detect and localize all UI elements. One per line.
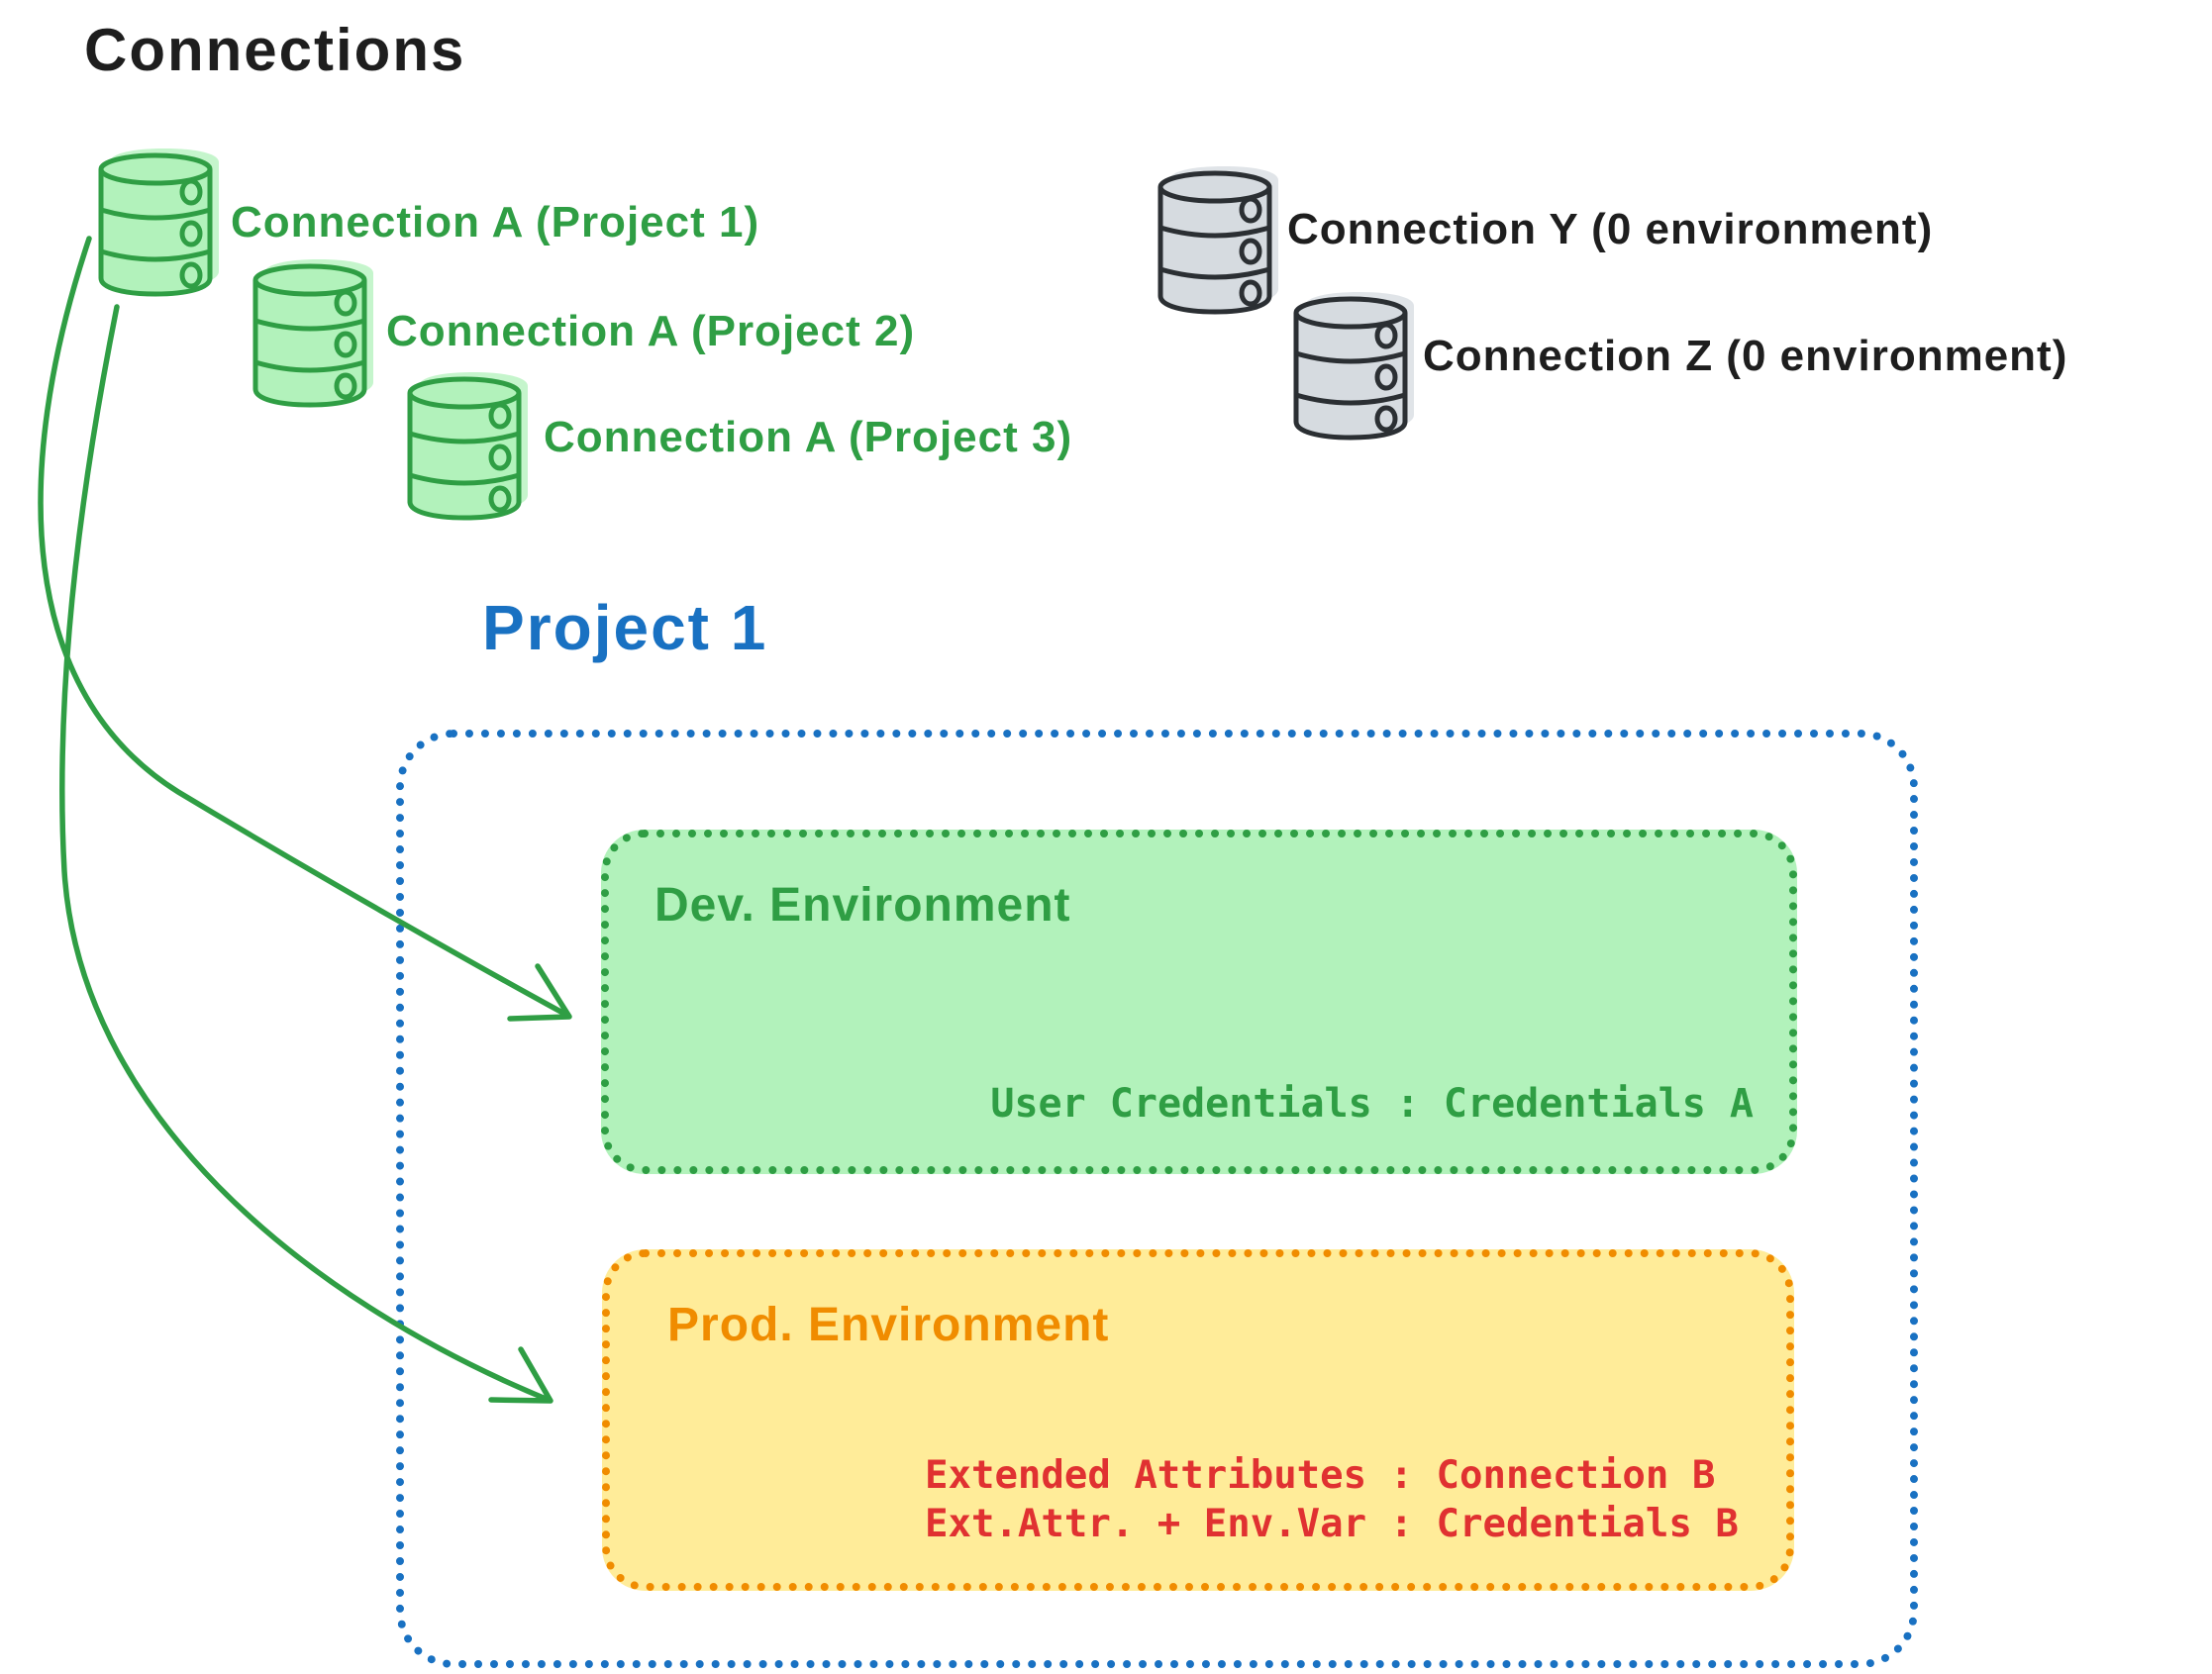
connection-label-a-p2: Connection A (Project 2) [386, 307, 916, 355]
prod-environment-credentials: Extended Attributes : Connection B Ext.A… [925, 1451, 1739, 1548]
database-icon-connection-a-p3 [410, 372, 528, 518]
database-icon-connection-y [1160, 166, 1278, 312]
credentials-line: User Credentials : Credentials A [990, 1081, 1754, 1127]
credentials-line: Ext.Attr. + Env.Var : Credentials B [925, 1502, 1739, 1546]
database-icon-connection-a-p1 [101, 148, 219, 294]
page-title: Connections [84, 17, 466, 83]
connection-label-y: Connection Y (0 environment) [1287, 205, 1934, 253]
database-icon-connection-z [1296, 292, 1414, 438]
database-icon-connection-a-p2 [255, 259, 373, 405]
connection-label-a-p1: Connection A (Project 1) [231, 198, 760, 246]
credentials-line: Extended Attributes : Connection B [925, 1453, 1716, 1498]
project-title: Project 1 [482, 592, 768, 663]
dev-environment-credentials: User Credentials : Credentials A [990, 1079, 1754, 1129]
dev-environment-box: Dev. Environment User Credentials : Cred… [601, 830, 1797, 1174]
dev-environment-title: Dev. Environment [654, 879, 1071, 932]
prod-environment-title: Prod. Environment [667, 1299, 1110, 1351]
prod-environment-box: Prod. Environment Extended Attributes : … [602, 1249, 1794, 1591]
connection-label-a-p3: Connection A (Project 3) [544, 413, 1073, 461]
connection-label-z: Connection Z (0 environment) [1423, 332, 2068, 380]
